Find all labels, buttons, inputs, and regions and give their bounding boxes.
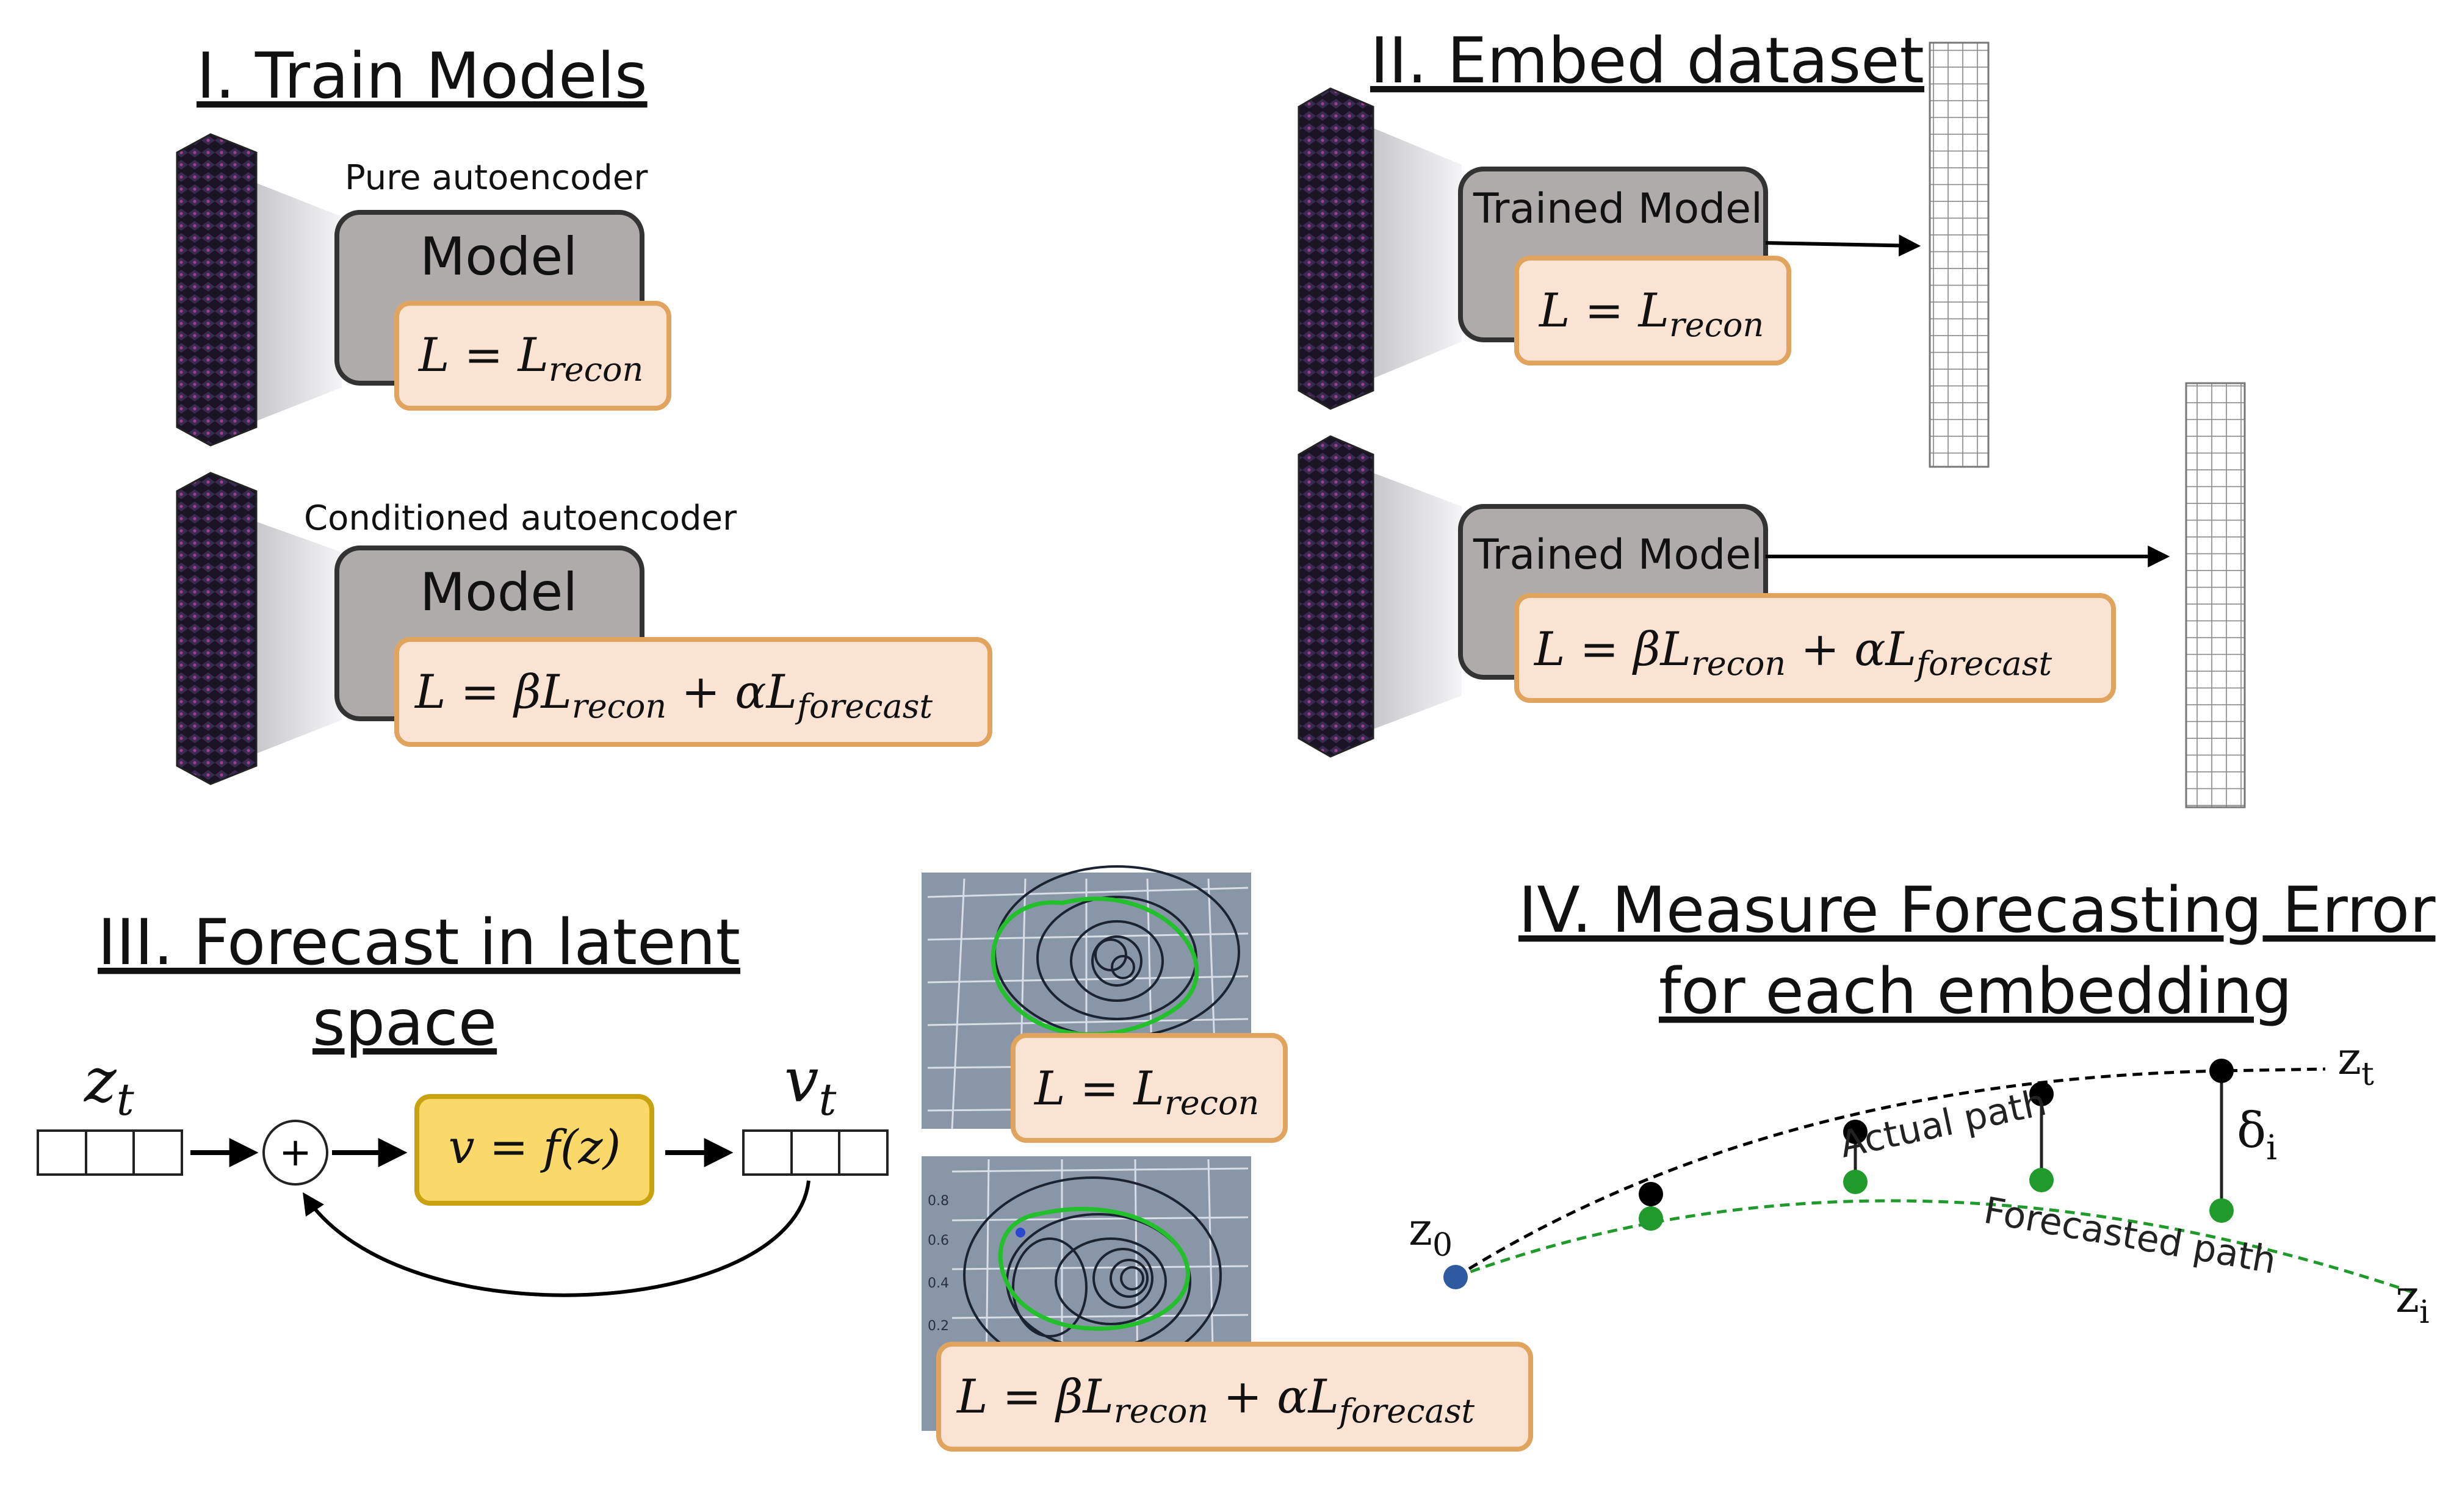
- trained-loss-box-bottom: [1514, 593, 2116, 703]
- section3-heading-line1: III. Forecast in latent: [98, 906, 740, 979]
- forecast-path-curve: [1455, 1199, 2417, 1295]
- plot-tick-label: 0.4: [928, 1276, 949, 1291]
- function-label: v = f(z): [449, 1120, 621, 1174]
- forecast-points: [1639, 1168, 2234, 1231]
- data-stack-icon: [1298, 87, 1462, 410]
- trained-model-label-top: Trained Model: [1473, 185, 1763, 233]
- plot-tick-label: 0.6: [928, 1233, 949, 1248]
- embedding-vector-top: [1929, 41, 1990, 468]
- data-stack-icon: [176, 472, 342, 785]
- pure-model-label: Model: [420, 226, 577, 287]
- trained-loss-box-top: [1514, 256, 1791, 365]
- data-stack-icon: [1298, 435, 1462, 758]
- delta-label: δi: [2237, 1102, 2277, 1168]
- embedding-vector-bottom: [2185, 382, 2246, 808]
- latent-vector-v: [742, 1129, 889, 1176]
- actual-path-label: Actual path: [1836, 1081, 2051, 1167]
- feedback-arrow: [302, 1180, 810, 1297]
- v-t-label: vt: [784, 1045, 837, 1125]
- section4-heading-line2: for each embedding: [1659, 955, 2292, 1028]
- plot-loss-box-top: [1011, 1033, 1288, 1143]
- actual-points: [1639, 1059, 2234, 1206]
- conditioned-loss-box: [394, 637, 992, 747]
- pure-loss-box: [394, 301, 671, 411]
- pure-autoencoder-caption: Pure autoencoder: [345, 158, 648, 198]
- plot-tick-label: 0.8: [928, 1193, 949, 1209]
- plot-loss-formula-top: L = Lrecon: [1033, 1061, 1259, 1122]
- adder-icon: [262, 1120, 328, 1186]
- section3-heading-line2: space: [312, 987, 497, 1060]
- z-t-label: zt: [84, 1045, 135, 1125]
- forecast-path-label: Forecasted path: [1980, 1189, 2279, 1283]
- trained-loss-formula-top: L = Lrecon: [1538, 283, 1764, 344]
- zt-label: zt: [2337, 1032, 2374, 1093]
- function-box: [414, 1094, 654, 1206]
- trained-loss-formula-bottom: L = βLrecon + αLforecast: [1533, 622, 2052, 683]
- plot-loss-box-bottom: [936, 1342, 1533, 1452]
- latent-vector-z: [37, 1129, 183, 1176]
- plot-loss-formula-bottom: L = βLrecon + αLforecast: [956, 1369, 1475, 1430]
- start-point: [1443, 1265, 1468, 1289]
- z0-label: z0: [1409, 1203, 1453, 1264]
- conditioned-autoencoder-caption: Conditioned autoencoder: [304, 499, 737, 538]
- adder-symbol: +: [279, 1130, 312, 1175]
- data-stack-icon: [176, 133, 342, 447]
- actual-path-curve: [1454, 1067, 2326, 1279]
- section1-heading: I. Train Models: [197, 40, 648, 113]
- conditioned-loss-formula: L = βLrecon + αLforecast: [414, 664, 933, 725]
- conditioned-model-label: Model: [420, 562, 577, 623]
- plot-tick-label: 0.2: [928, 1319, 949, 1334]
- zi-label: zi: [2395, 1270, 2430, 1331]
- pure-loss-formula: L = Lrecon: [417, 328, 643, 389]
- section2-heading: II. Embed dataset: [1370, 24, 1924, 98]
- trained-model-label-bottom: Trained Model: [1473, 531, 1763, 579]
- embed-arrow-top: [1765, 234, 1921, 257]
- section4-heading-line1: IV. Measure Forecasting Error: [1518, 874, 2436, 947]
